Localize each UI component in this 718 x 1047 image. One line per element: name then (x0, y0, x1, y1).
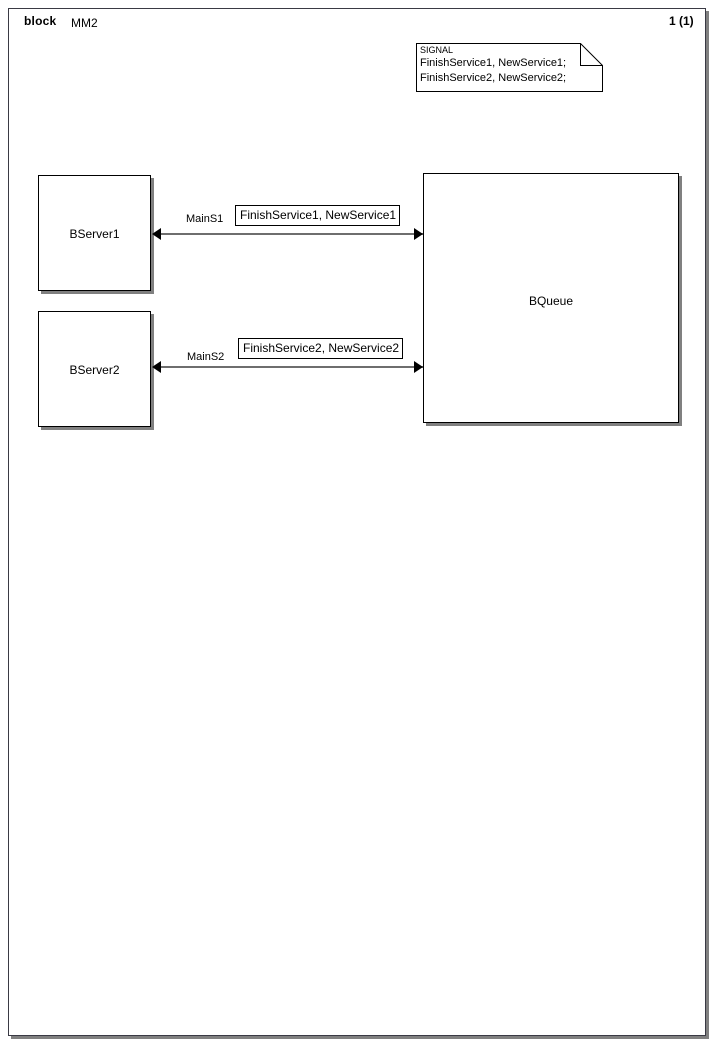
signal-note-title: SIGNAL (420, 45, 454, 55)
channel-mains1-signal-list[interactable]: FinishService1, NewService1 (235, 205, 401, 226)
page-title: MM2 (71, 16, 98, 30)
block-bserver2-label: BServer2 (69, 363, 120, 377)
channel-mains1-arrow-to-bserver1 (152, 228, 161, 240)
channel-mains1-arrow-to-bqueue (414, 228, 423, 240)
page-frame (8, 8, 706, 1036)
block-bserver1[interactable]: BServer1 (38, 175, 151, 291)
channel-mains2-arrow-to-bqueue (414, 361, 423, 373)
diagram-keyword: block (24, 14, 57, 28)
signal-note-line-2: FinishService2, NewService2; (420, 72, 567, 84)
note-shape-icon (416, 43, 603, 92)
channel-mains2-line[interactable] (153, 366, 423, 368)
block-bserver1-label: BServer1 (69, 227, 120, 241)
block-bqueue-label: BQueue (528, 294, 574, 308)
block-bqueue[interactable]: BQueue (423, 173, 679, 423)
channel-mains1-line[interactable] (153, 233, 423, 235)
signal-declaration-note[interactable]: SIGNAL FinishService1, NewService1; Fini… (416, 43, 603, 92)
channel-mains2-name: MainS2 (185, 351, 227, 363)
page-number: 1 (1) (669, 14, 694, 28)
channel-mains1-name: MainS1 (184, 213, 226, 225)
channel-mains2-arrow-to-bserver2 (152, 361, 161, 373)
block-bserver2[interactable]: BServer2 (38, 311, 151, 427)
signal-note-line-1: FinishService1, NewService1; (420, 57, 567, 69)
channel-mains2-signal-list[interactable]: FinishService2, NewService2 (238, 338, 404, 359)
